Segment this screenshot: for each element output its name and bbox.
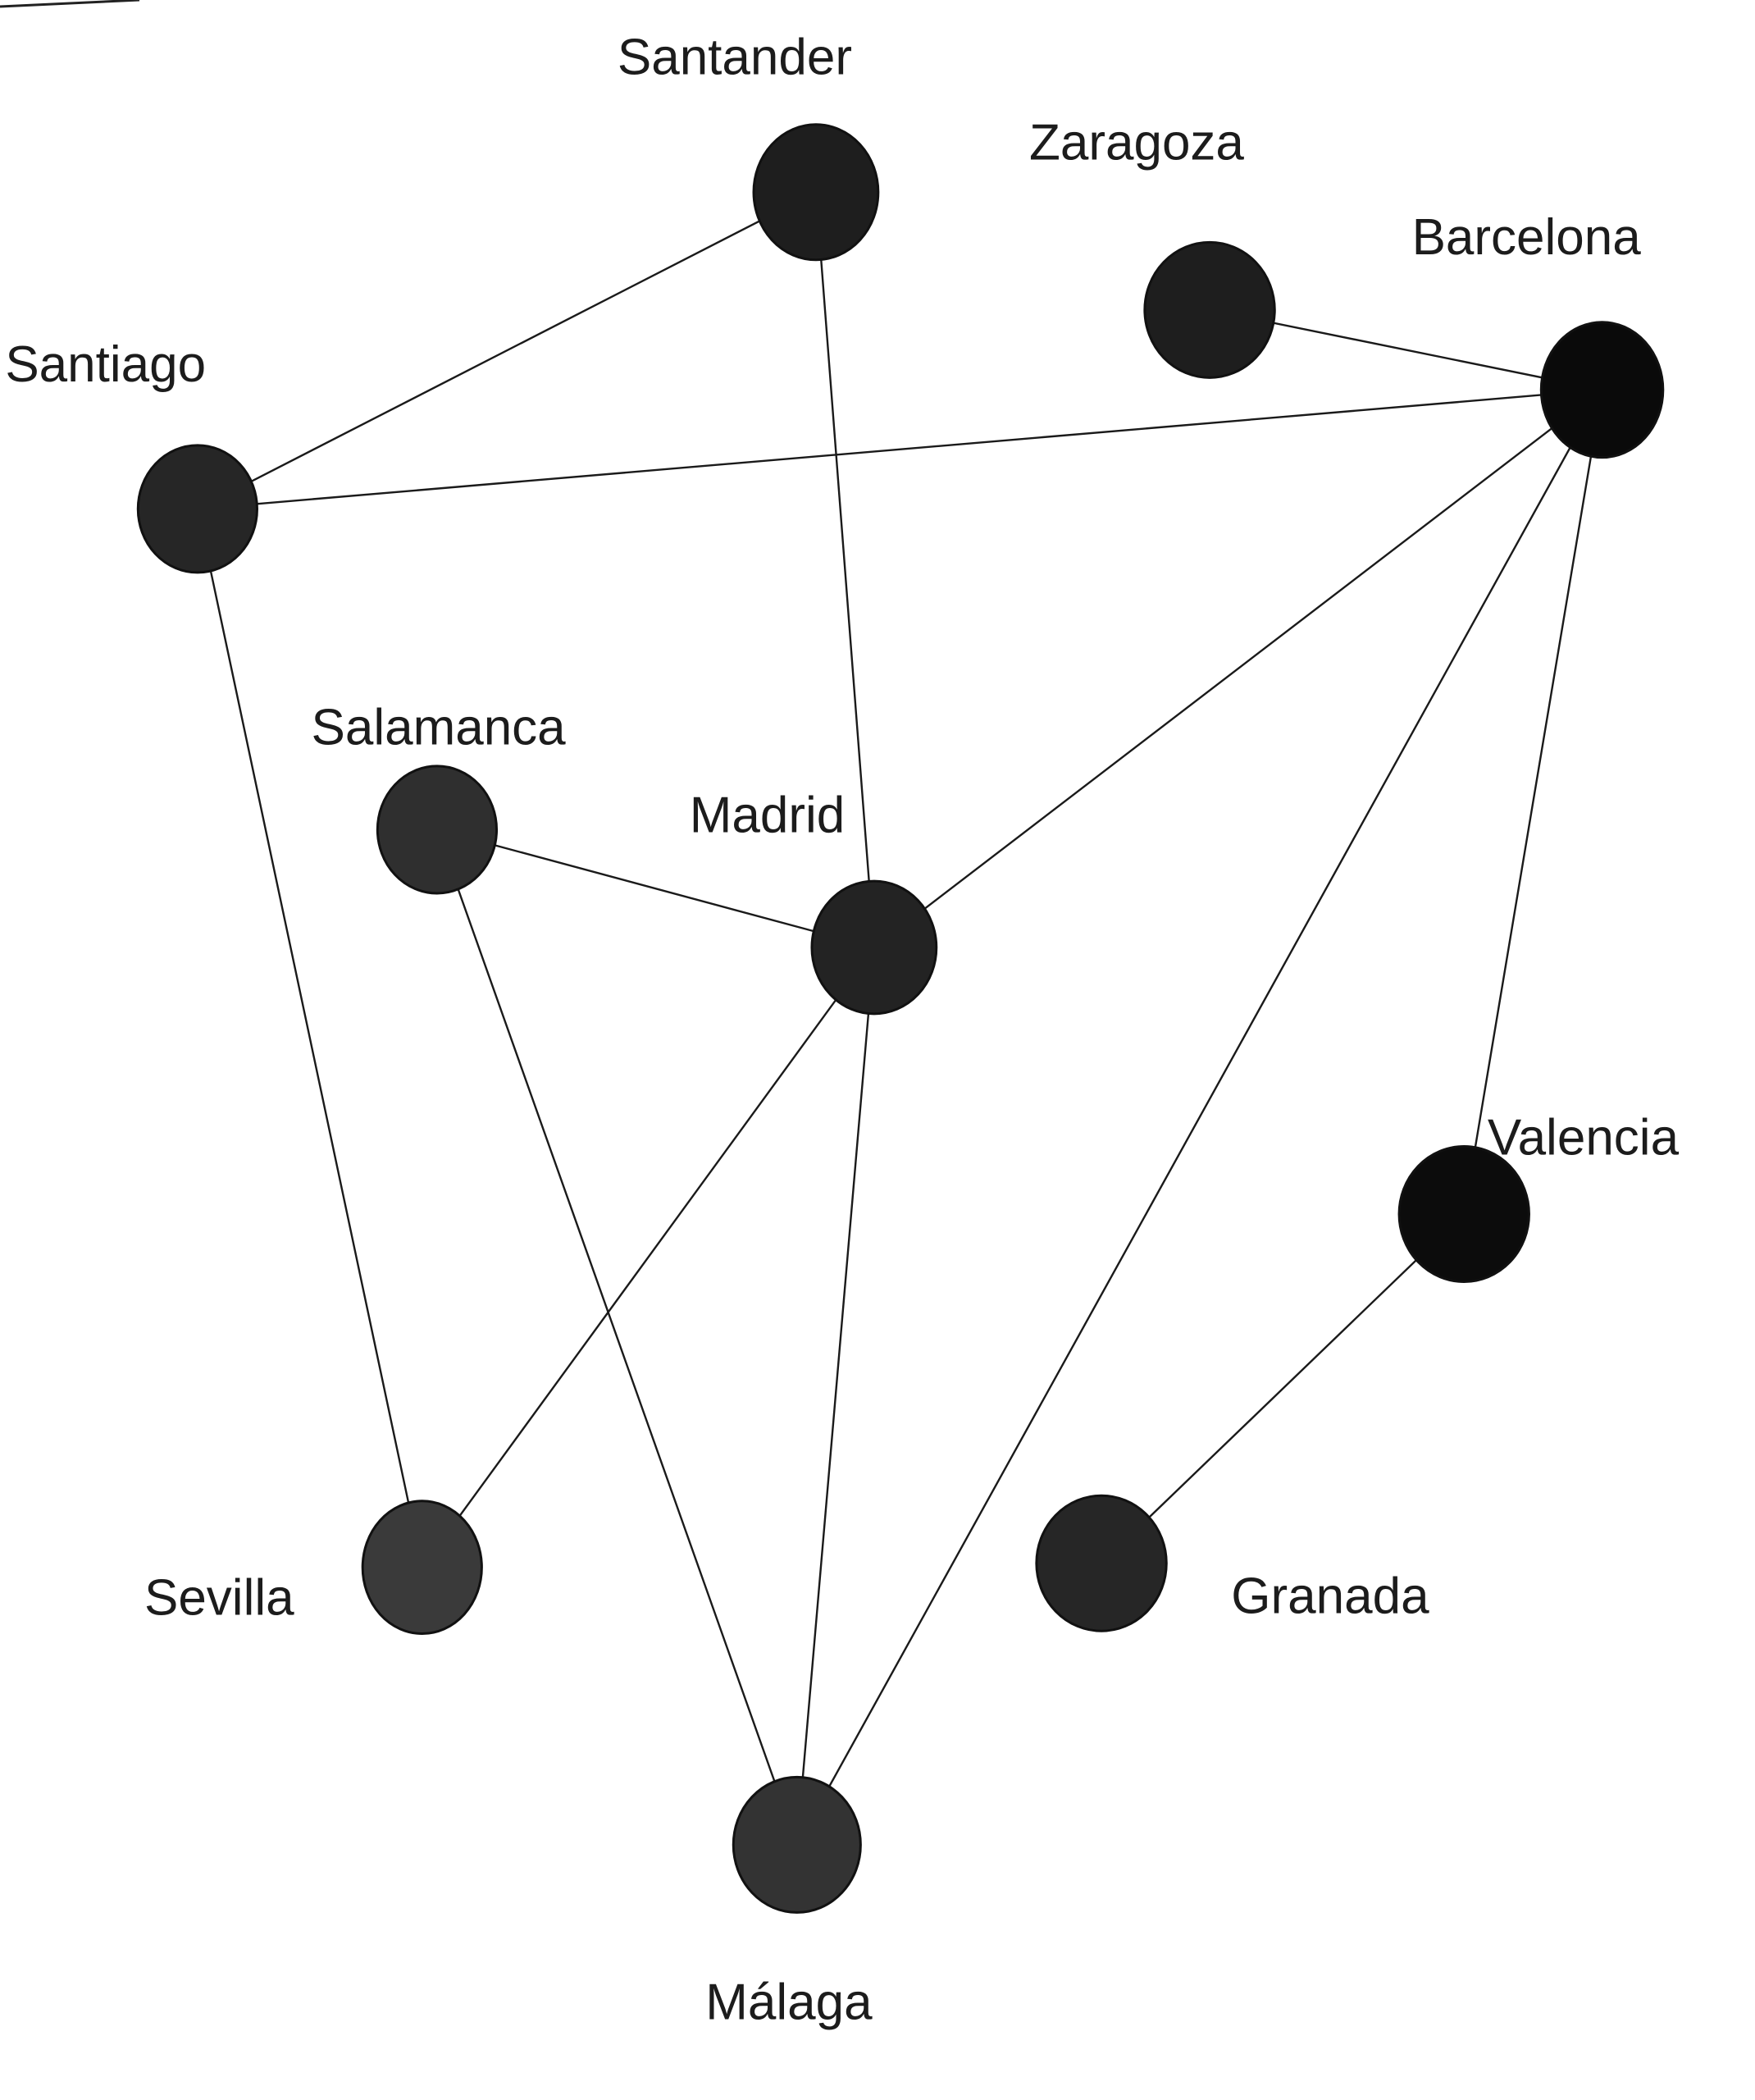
node-label-malaga: Málaga bbox=[705, 1974, 873, 2031]
node-madrid bbox=[810, 879, 938, 1016]
edge-santander-madrid bbox=[814, 192, 876, 948]
edge-santiago-santander bbox=[197, 191, 817, 510]
edge-salamanca-madrid bbox=[436, 829, 875, 949]
edge-salamanca-malaga bbox=[435, 829, 798, 1846]
edge-santiago-sevilla bbox=[196, 509, 423, 1568]
node-label-madrid: Madrid bbox=[690, 788, 846, 844]
node-label-barcelona: Barcelona bbox=[1412, 209, 1642, 266]
node-barcelona bbox=[1539, 321, 1665, 459]
node-label-santiago: Santiago bbox=[5, 336, 206, 393]
edge-barcelona-valencia bbox=[1463, 389, 1603, 1215]
node-sevilla bbox=[361, 1500, 483, 1636]
edge-barcelona-malaga bbox=[795, 389, 1603, 1846]
node-santander bbox=[752, 123, 880, 262]
edge-valencia-granada bbox=[1101, 1213, 1466, 1564]
edges-layer bbox=[196, 191, 1603, 1846]
node-santiago bbox=[136, 444, 258, 574]
node-salamanca bbox=[376, 765, 499, 895]
edge-madrid-malaga bbox=[795, 947, 876, 1846]
nodes-layer bbox=[136, 123, 1665, 1914]
edge-zaragoza-barcelona bbox=[1209, 308, 1602, 391]
node-label-granada: Granada bbox=[1231, 1568, 1429, 1625]
node-granada bbox=[1035, 1494, 1168, 1632]
edge-santiago-barcelona bbox=[197, 388, 1602, 510]
edge-barcelona-madrid bbox=[873, 389, 1603, 948]
node-malaga bbox=[732, 1775, 862, 1914]
edge-madrid-sevilla bbox=[421, 947, 875, 1568]
node-zaragoza bbox=[1143, 240, 1276, 379]
node-label-valencia: Valencia bbox=[1488, 1109, 1680, 1166]
labels-layer: SantanderZaragozaBarcelonaSantiagoSalama… bbox=[5, 30, 1679, 2031]
page-edge-line bbox=[0, 0, 140, 8]
node-label-santander: Santander bbox=[618, 30, 852, 86]
node-valencia bbox=[1397, 1145, 1530, 1284]
node-label-sevilla: Sevilla bbox=[144, 1569, 294, 1626]
node-label-salamanca: Salamanca bbox=[311, 699, 566, 756]
node-label-zaragoza: Zaragoza bbox=[1029, 115, 1244, 171]
